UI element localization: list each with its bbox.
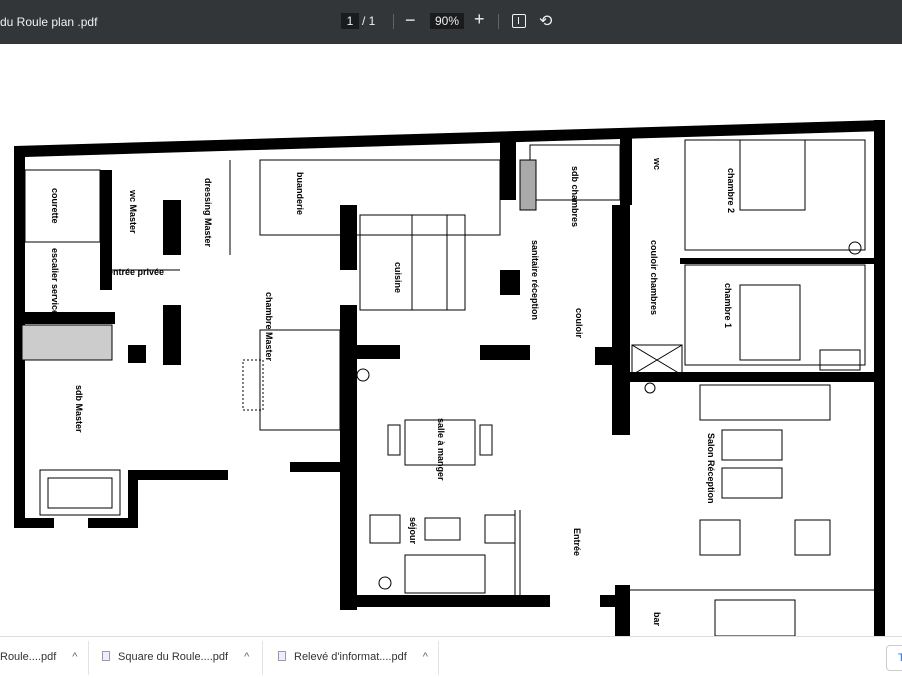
zoom-in-button[interactable]: + bbox=[474, 9, 485, 29]
page-number-input[interactable]: 1 bbox=[341, 13, 359, 29]
pdf-file-icon bbox=[102, 651, 110, 661]
room-label-salon: Salon Réception bbox=[706, 433, 716, 504]
room-label-salle-a-manger: salle à manger bbox=[436, 418, 446, 481]
room-label-chambre-1: chambre 1 bbox=[723, 283, 733, 328]
room-label-sdb-chambres: sdb chambres bbox=[570, 166, 580, 227]
room-label-sejour: séjour bbox=[408, 517, 418, 545]
download-item[interactable]: Square du Roule....pdf ^ bbox=[102, 651, 249, 663]
room-label-dressing: dressing Master bbox=[203, 178, 213, 248]
divider bbox=[498, 14, 499, 29]
chevron-up-icon[interactable]: ^ bbox=[422, 651, 428, 663]
download-name: Square du Roule....pdf bbox=[118, 651, 229, 663]
document-title: du Roule plan .pdf bbox=[0, 15, 98, 29]
download-name: Relevé d'informat....pdf bbox=[294, 651, 407, 663]
chevron-up-icon[interactable]: ^ bbox=[244, 651, 250, 663]
room-label-couloir: couloir bbox=[574, 308, 584, 338]
fit-page-icon[interactable] bbox=[512, 14, 526, 28]
room-label-bar: bar bbox=[652, 612, 662, 627]
show-all-button[interactable]: T bbox=[886, 645, 902, 671]
downloads-bar: Roule....pdf ^ Square du Roule....pdf ^ Re… bbox=[0, 636, 902, 678]
rotate-icon[interactable]: ⟲ bbox=[539, 13, 553, 30]
room-label-entree: Entrée bbox=[572, 528, 582, 556]
room-label-couloir-chambres: couloir chambres bbox=[649, 240, 659, 315]
download-name: Roule....pdf bbox=[0, 651, 57, 663]
zoom-out-button[interactable]: − bbox=[405, 10, 416, 30]
room-label-wc-master: wc Master bbox=[128, 189, 138, 234]
download-item[interactable]: Relevé d'informat....pdf ^ bbox=[278, 651, 428, 663]
divider bbox=[393, 14, 394, 29]
room-label-sdb-master: sdb Master bbox=[74, 385, 84, 433]
walls bbox=[14, 120, 885, 636]
pdf-file-icon bbox=[278, 651, 286, 661]
room-label-chambre-master: chambre Master bbox=[264, 292, 274, 362]
room-label-buanderie: buanderie bbox=[295, 172, 305, 215]
zoom-input[interactable]: 90% bbox=[430, 13, 464, 29]
floor-plan: courette escalier service wc Master dres… bbox=[14, 120, 885, 636]
room-label-sanitaire: sanitaire réception bbox=[530, 240, 540, 320]
room-labels: courette escalier service wc Master dres… bbox=[50, 157, 736, 627]
room-label-wc: wc bbox=[652, 157, 662, 170]
download-item[interactable]: Roule....pdf ^ bbox=[0, 651, 77, 663]
room-label-escalier: escalier service bbox=[50, 248, 60, 315]
room-label-courette: courette bbox=[50, 188, 60, 224]
room-label-cuisine: cuisine bbox=[393, 262, 403, 293]
furniture bbox=[21, 139, 874, 636]
page-total: / 1 bbox=[362, 14, 376, 28]
room-label-entree-privee: entrée privée bbox=[108, 267, 164, 277]
divider bbox=[262, 641, 263, 675]
room-label-chambre-2: chambre 2 bbox=[726, 168, 736, 213]
chevron-up-icon[interactable]: ^ bbox=[72, 651, 78, 663]
divider bbox=[438, 641, 439, 675]
pdf-toolbar: du Roule plan .pdf 1 / 1 − 90% + ⟲ bbox=[0, 0, 902, 44]
divider bbox=[88, 641, 89, 675]
